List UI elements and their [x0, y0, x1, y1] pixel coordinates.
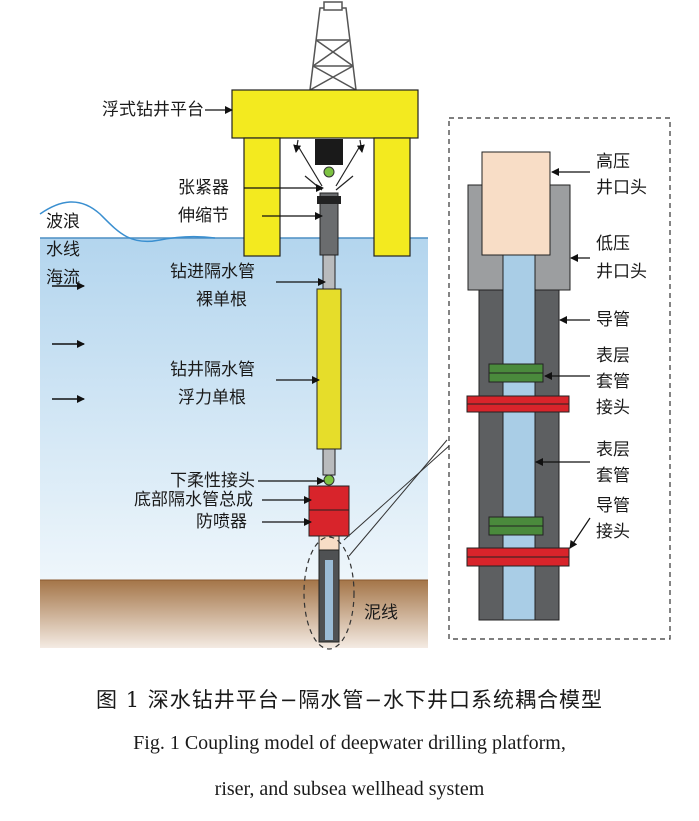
- detail-ellipse: [303, 536, 355, 650]
- label-cond-joint-1: 导管: [596, 496, 630, 516]
- label-lp-2: 井口头: [596, 262, 647, 282]
- caption-en-line1: Fig. 1 Coupling model of deepwater drill…: [133, 732, 566, 754]
- tensioner-block: [315, 139, 343, 165]
- label-surf-joint-1: 表层: [596, 346, 630, 366]
- hp-head: [481, 151, 551, 256]
- flex-joint-ball: [323, 474, 335, 486]
- label-bare-riser-2: 裸单根: [196, 290, 247, 310]
- riser-buoyancy: [316, 288, 342, 450]
- diagram: 浮式钻井平台 张紧器 伸缩节 波浪 水线 海流 钻进隔水管 裸单根 钻井隔水管 …: [39, 1, 671, 650]
- conductor-left: [478, 289, 504, 621]
- label-cond-joint-2: 接头: [596, 522, 630, 542]
- label-hp-1: 高压: [596, 152, 630, 172]
- bop-block: [308, 509, 350, 537]
- label-conductor: 导管: [596, 310, 630, 330]
- label-wave: 波浪: [46, 212, 80, 232]
- label-buoy-riser-1: 钻井隔水管: [170, 360, 255, 380]
- detail-connector-2: [348, 439, 448, 557]
- label-buoy-riser-2: 浮力单根: [178, 388, 246, 408]
- label-platform: 浮式钻井平台: [102, 100, 204, 120]
- diagram-canvas: [39, 1, 671, 650]
- riser-lower: [322, 448, 336, 476]
- label-surf-casing-2: 套管: [596, 466, 630, 486]
- label-surf-joint-3: 接头: [596, 398, 630, 418]
- label-flex-joint: 下柔性接头: [170, 471, 255, 491]
- tensioner-ball: [323, 166, 335, 178]
- conductor-right: [534, 289, 560, 621]
- label-surf-joint-2: 套管: [596, 372, 630, 392]
- detail-connector-1: [343, 445, 450, 541]
- label-bop: 防喷器: [196, 512, 247, 532]
- tensioner-arrow-l: [293, 139, 302, 153]
- label-surf-casing-1: 表层: [596, 440, 630, 460]
- wellhead-head: [318, 535, 340, 551]
- seabed: [40, 580, 428, 648]
- telescopic-collar: [317, 196, 341, 204]
- lmrp-block: [308, 485, 350, 511]
- label-current: 海流: [46, 268, 80, 288]
- label-waterline: 水线: [46, 240, 80, 260]
- label-lp-1: 低压: [596, 234, 630, 254]
- label-telescopic: 伸缩节: [178, 206, 229, 226]
- tensioner-arrow-r: [356, 139, 365, 153]
- wellhead-inner: [325, 560, 333, 640]
- label-bare-riser-1: 钻进隔水管: [170, 262, 255, 282]
- caption-en-line2: riser, and subsea wellhead system: [214, 778, 485, 800]
- caption-cn: 图 1 深水钻井平台−隔水管−水下井口系统耦合模型: [96, 688, 603, 712]
- label-hp-2: 井口头: [596, 178, 647, 198]
- derrick: [309, 1, 357, 91]
- label-tensioner: 张紧器: [178, 178, 229, 198]
- riser-bare: [322, 254, 336, 290]
- label-lmrp: 底部隔水管总成: [134, 490, 253, 510]
- label-mudline: 泥线: [364, 603, 398, 623]
- tensioner-cables: [297, 145, 361, 191]
- wave-curve: [39, 201, 216, 243]
- leader-cond-joint: [569, 517, 591, 549]
- floating-platform: [231, 89, 419, 257]
